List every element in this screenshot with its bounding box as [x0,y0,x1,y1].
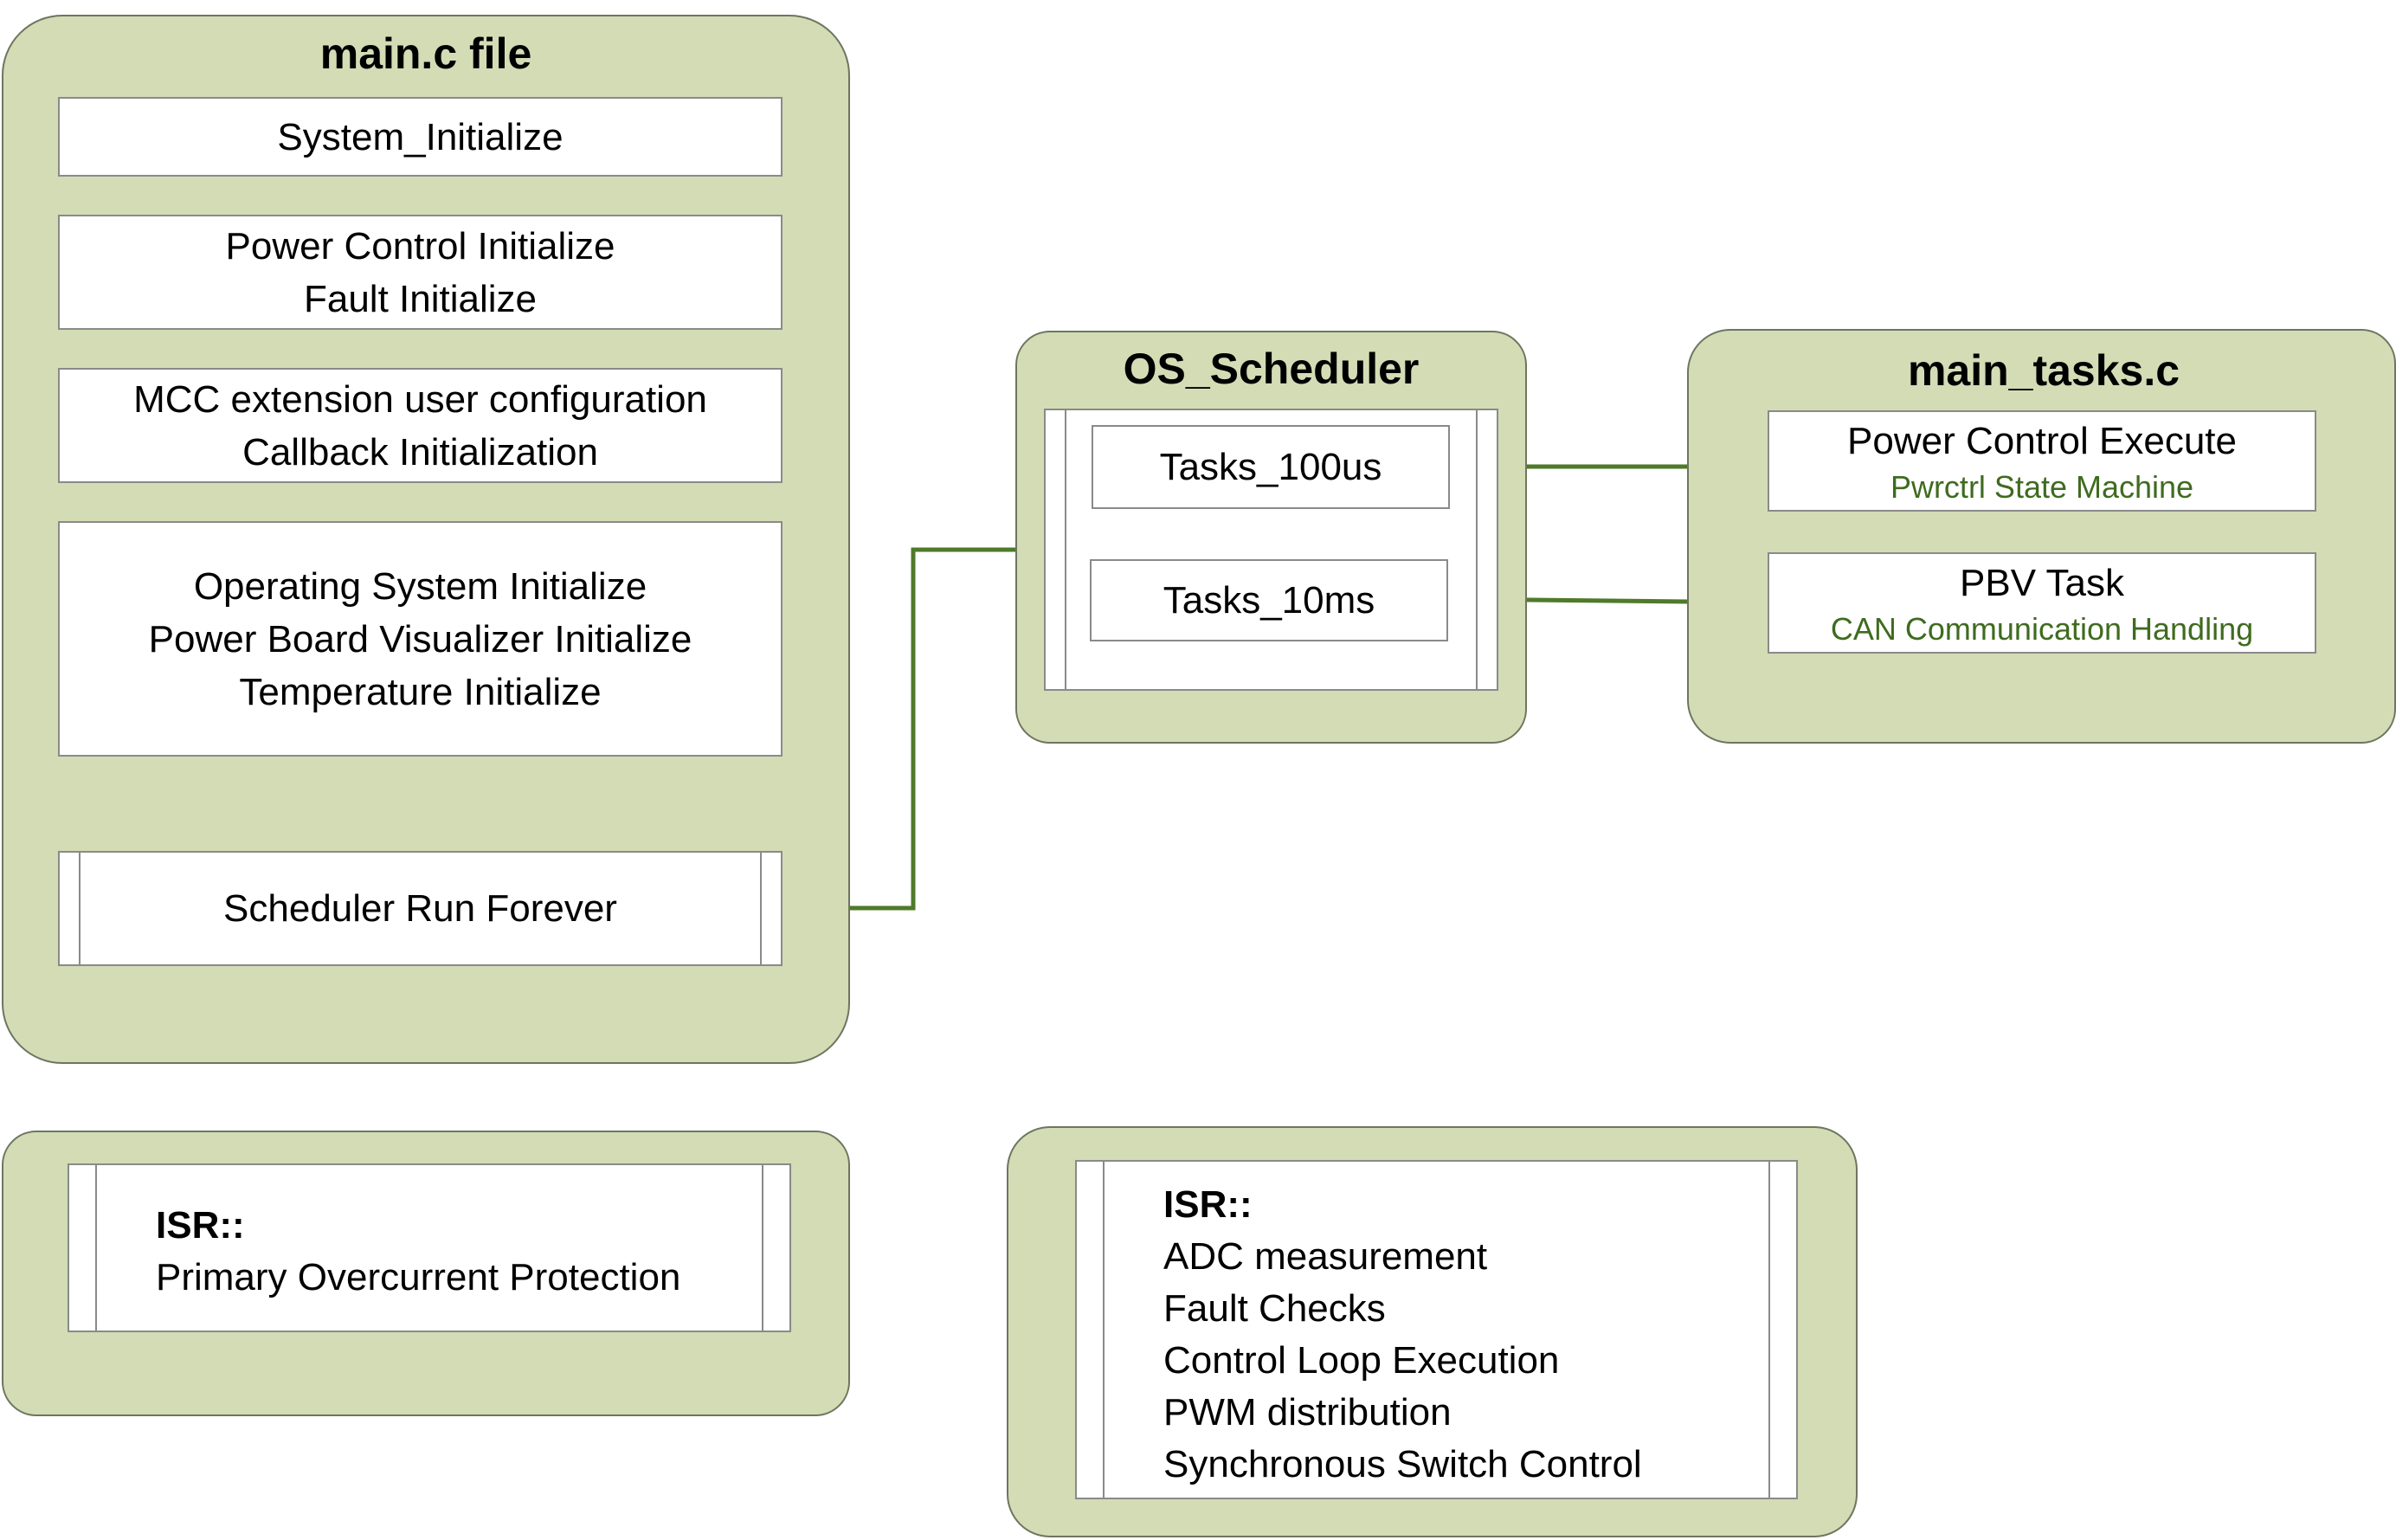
isr-primary-text: ISR:: Primary Overcurrent Protection [156,1200,680,1304]
power-control-execute-box: Power Control Execute Pwrctrl State Mach… [1768,410,2316,512]
task-10ms-label: Tasks_10ms [1163,579,1375,622]
step-line: Callback Initialization [242,430,598,474]
step-line: Temperature Initialize [239,670,602,713]
step-line: Power Board Visualizer Initialize [148,617,692,660]
power-fault-init-box: Power Control Initialize Fault Initializ… [58,215,783,330]
isr-control-line: ADC measurement [1163,1235,1488,1278]
isr-control-line: PWM distribution [1163,1391,1452,1434]
isr-primary-box: ISR:: Primary Overcurrent Protection [68,1163,791,1332]
main-tasks-title: main_tasks.c [1907,346,2180,395]
task-10ms-box: Tasks_10ms [1090,559,1448,641]
main-file-title: main.c file [319,29,532,78]
os-pbv-temp-init-box: Operating System Initialize Power Board … [58,521,783,757]
isr-primary-line: Primary Overcurrent Protection [156,1256,681,1298]
task-100us-label: Tasks_100us [1159,446,1382,488]
step-line: System_Initialize [277,115,564,158]
isr-control-line: Fault Checks [1163,1287,1386,1330]
isr-control-box: ISR:: ADC measurement Fault Checks Contr… [1075,1160,1798,1499]
system-initialize-box: System_Initialize [58,97,783,177]
task-100us-box: Tasks_100us [1092,425,1450,509]
main-tasks-panel: main_tasks.c [1687,329,2396,744]
os-scheduler-title: OS_Scheduler [1123,345,1420,393]
power-control-execute-subtitle: Pwrctrl State Machine [1890,469,2194,505]
pbv-task-title: PBV Task [1960,562,2124,604]
isr-control-text: ISR:: ADC measurement Fault Checks Contr… [1163,1179,1642,1491]
step-line: Fault Initialize [303,277,537,320]
step-line: Operating System Initialize [193,564,647,608]
step-line: Power Control Initialize [225,224,615,267]
isr-control-line: Control Loop Execution [1163,1339,1560,1382]
scheduler-run-label: Scheduler Run Forever [223,887,617,930]
isr-primary-heading: ISR:: [156,1204,245,1247]
power-control-execute-title: Power Control Execute [1847,420,2237,462]
isr-control-heading: ISR:: [1163,1183,1253,1226]
scheduler-run-forever-box: Scheduler Run Forever [58,851,783,966]
isr-control-line: Synchronous Switch Control [1163,1443,1642,1485]
pbv-task-subtitle: CAN Communication Handling [1830,611,2254,647]
pbv-task-box: PBV Task CAN Communication Handling [1768,552,2316,654]
step-line: MCC extension user configuration [133,377,707,421]
mcc-callback-init-box: MCC extension user configuration Callbac… [58,368,783,483]
